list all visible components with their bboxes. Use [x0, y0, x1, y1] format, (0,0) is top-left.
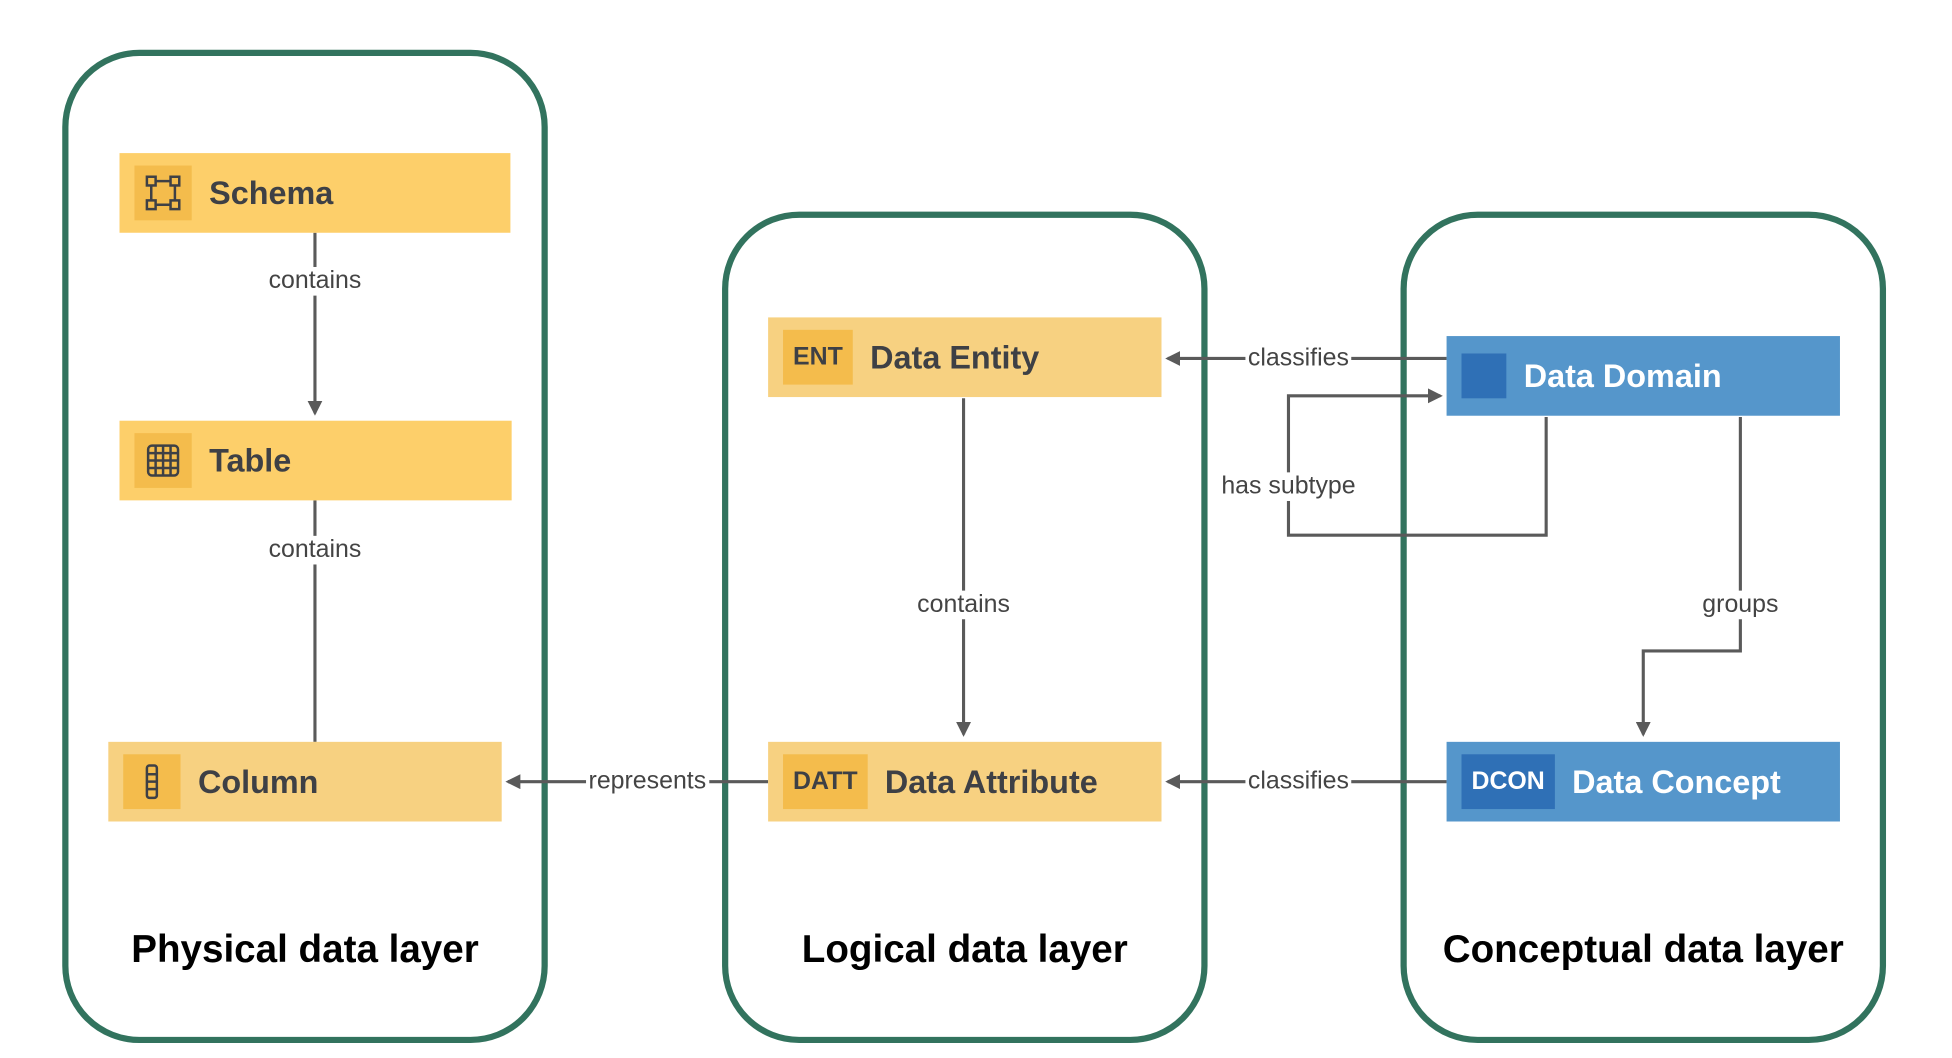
edge-label-concept-attribute: classifies [1245, 767, 1352, 796]
edge-label-domain-entity: classifies [1245, 344, 1352, 373]
node-column-label: Column [197, 762, 319, 800]
edge-label-entity-attribute: contains [914, 590, 1013, 620]
node-table[interactable]: Table [119, 420, 512, 501]
conceptual-layer-title: Conceptual data layer [1442, 927, 1844, 971]
node-schema[interactable]: Schema [119, 153, 511, 233]
node-data-domain[interactable]: Data Domain [1446, 336, 1840, 416]
edge-domain-concept [1635, 416, 1742, 737]
entity-badge: ENT [783, 329, 853, 385]
node-schema-label: Schema [209, 173, 334, 211]
node-data-attribute-label: Data Attribute [884, 762, 1098, 800]
edge-label-domain-concept: groups [1699, 590, 1781, 620]
edge-label-attribute-column: represents [586, 767, 709, 796]
table-grid-icon [134, 433, 192, 488]
node-column[interactable]: Column [108, 741, 502, 822]
domain-square-icon [1461, 353, 1507, 399]
edge-label-schema-table: contains [266, 266, 364, 296]
logical-layer-title: Logical data layer [801, 927, 1128, 971]
concept-badge: DCON [1461, 754, 1555, 810]
column-icon [123, 754, 181, 810]
node-data-domain-label: Data Domain [1523, 356, 1722, 394]
node-data-entity-label: Data Entity [870, 337, 1040, 376]
edge-domain-subtype [1286, 388, 1548, 537]
edge-label-domain-subtype: has subtype [1218, 472, 1359, 501]
node-table-label: Table [209, 441, 292, 479]
edge-label-table-column: contains [266, 535, 364, 565]
node-data-concept[interactable]: DCON Data Concept [1446, 741, 1840, 822]
node-data-entity[interactable]: ENT Data Entity [768, 317, 1162, 398]
attribute-badge: DATT [783, 754, 868, 810]
node-data-concept-label: Data Concept [1572, 762, 1781, 800]
physical-layer-title: Physical data layer [131, 927, 479, 971]
schema-icon [134, 165, 192, 221]
node-data-attribute[interactable]: DATT Data Attribute [768, 741, 1162, 822]
